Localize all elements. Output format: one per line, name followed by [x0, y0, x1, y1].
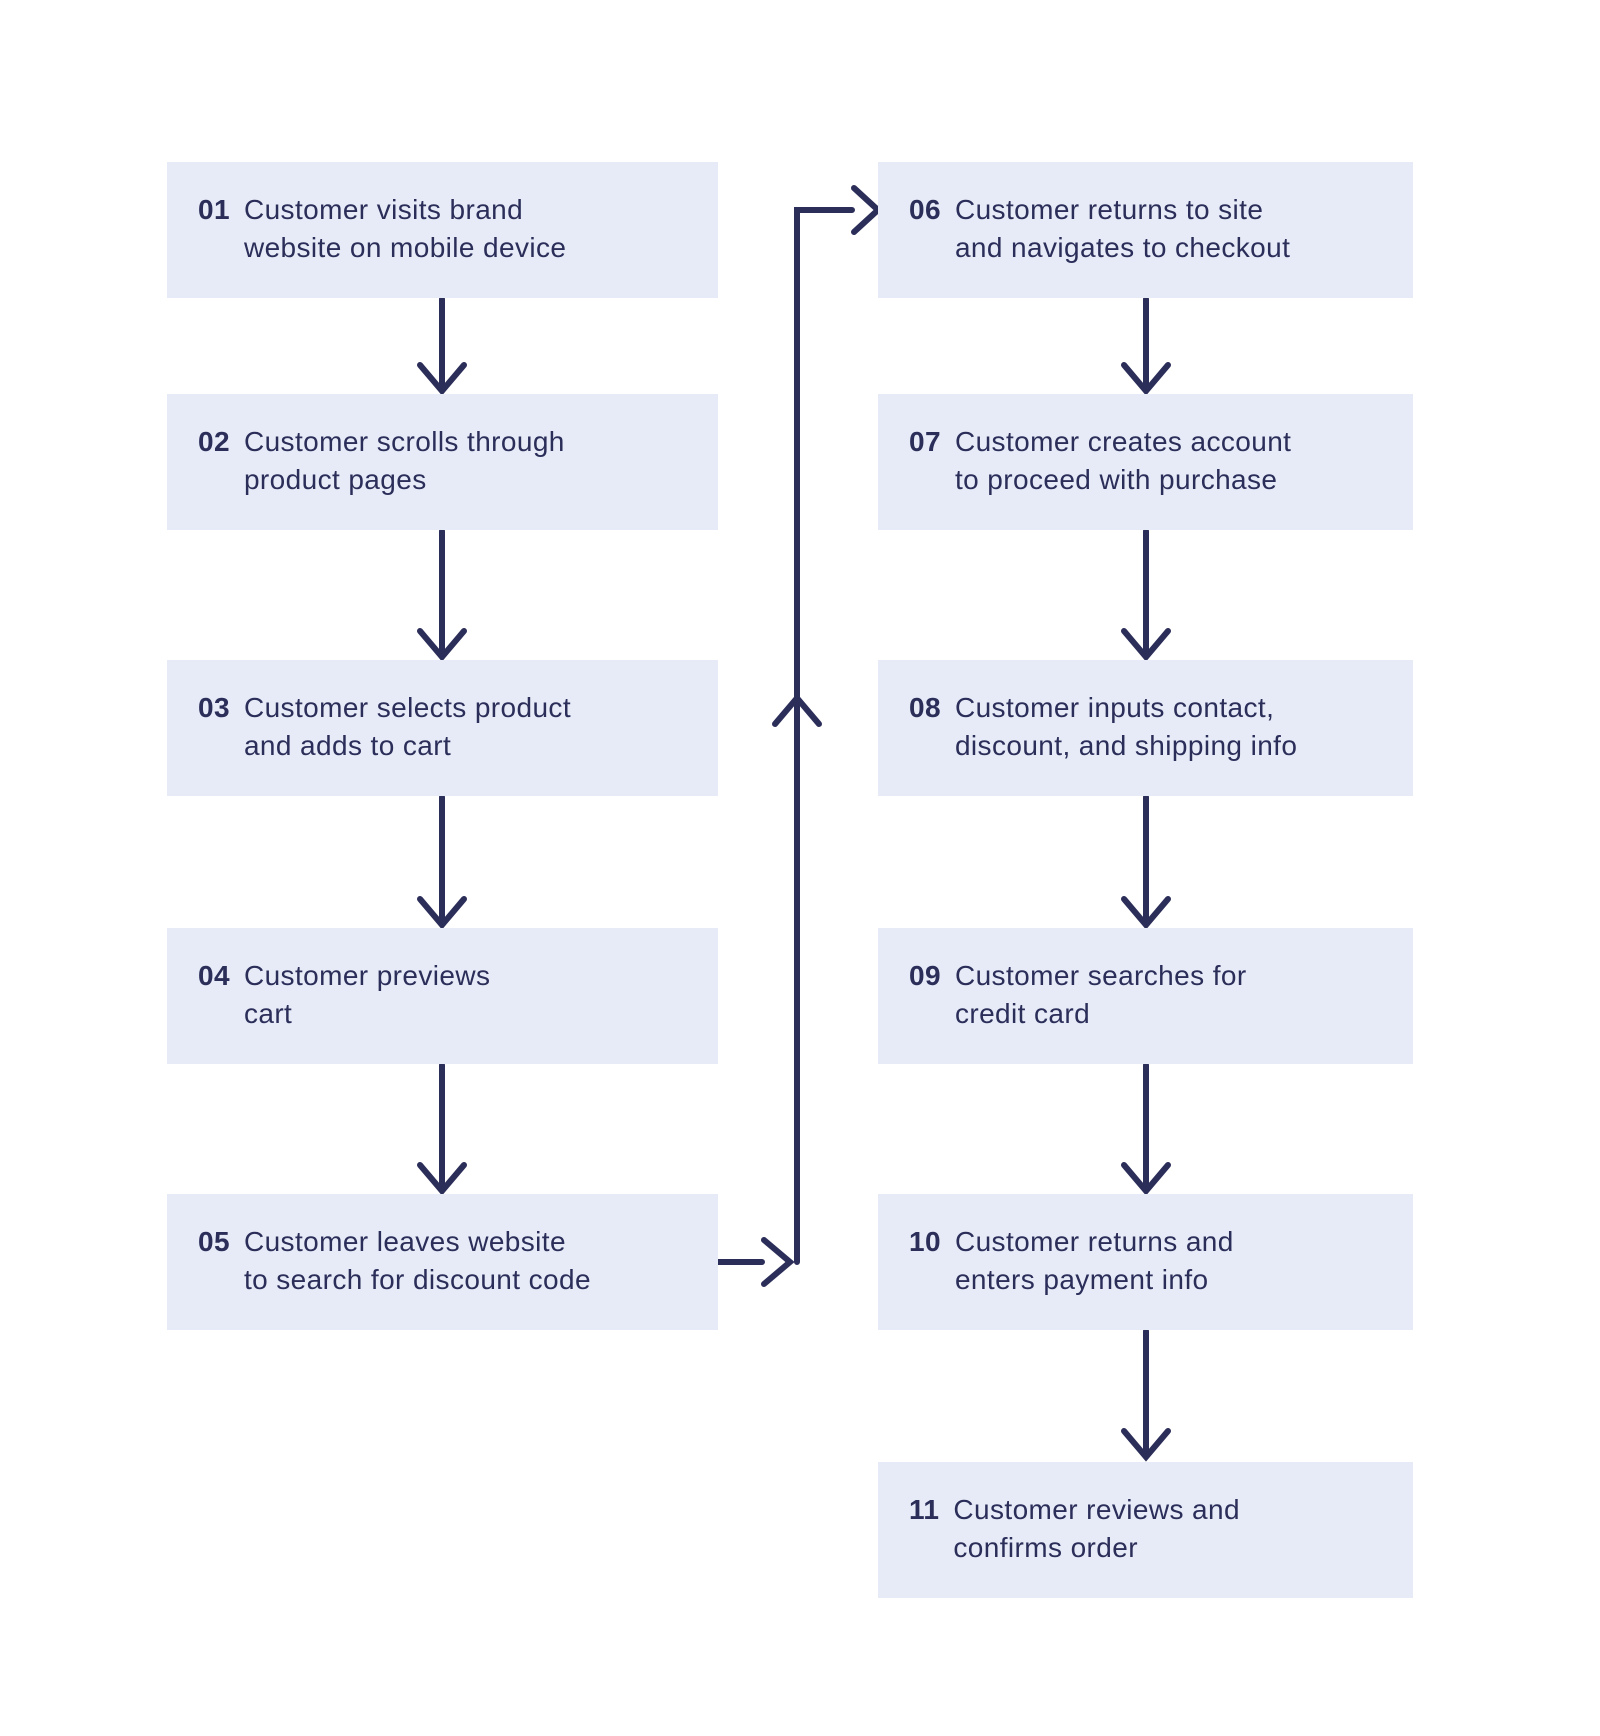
arrow-09-10	[1121, 1062, 1171, 1196]
step-text: Customer creates account to proceed with…	[955, 423, 1395, 499]
step-number: 11	[909, 1494, 940, 1525]
step-text-line: to proceed with purchase	[954, 464, 1278, 495]
step-number: 05	[198, 1226, 230, 1257]
step-box-02: 02 Customer scrolls through product page…	[167, 394, 718, 530]
step-box-08: 08 Customer inputs contact, discount, an…	[878, 660, 1413, 796]
step-text-line: credit card	[954, 998, 1091, 1029]
step-text-line: cart	[243, 998, 293, 1029]
step-text: Customer returns to site and navigates t…	[955, 191, 1395, 267]
arrow-01-02	[417, 296, 467, 396]
step-text-line: enters payment info	[954, 1264, 1209, 1295]
arrow-06-07	[1121, 296, 1171, 396]
step-number: 09	[909, 960, 941, 991]
step-text-line: confirms order	[953, 1532, 1138, 1563]
arrow-08-09	[1121, 794, 1171, 930]
step-text-line: Customer inputs contact,	[954, 692, 1275, 723]
arrow-04-05	[417, 1062, 467, 1196]
step-number: 10	[909, 1226, 941, 1257]
step-box-01: 01 Customer visits brand website on mobi…	[167, 162, 718, 298]
step-text-line: discount, and shipping info	[954, 730, 1298, 761]
step-text-line: Customer leaves website	[243, 1226, 566, 1257]
arrow-05-06-up-chevron	[772, 693, 822, 727]
step-number: 04	[198, 960, 230, 991]
step-number: 08	[909, 692, 941, 723]
arrow-10-11	[1121, 1328, 1171, 1462]
arrow-07-08	[1121, 528, 1171, 662]
step-text-line: to search for discount code	[243, 1264, 591, 1295]
step-box-07: 07 Customer creates account to proceed w…	[878, 394, 1413, 530]
arrow-02-03	[417, 528, 467, 662]
step-text-line: and adds to cart	[243, 730, 452, 761]
step-text: Customer visits brand website on mobile …	[244, 191, 700, 267]
step-box-05: 05 Customer leaves website to search for…	[167, 1194, 718, 1330]
step-text: Customer searches for credit card	[955, 957, 1395, 1033]
step-number: 02	[198, 426, 230, 457]
step-text-line: Customer returns to site	[954, 194, 1264, 225]
step-box-06: 06 Customer returns to site and navigate…	[878, 162, 1413, 298]
step-text: Customer previews cart	[244, 957, 700, 1033]
arrow-05-06-riser-segment	[794, 185, 883, 1265]
step-text-line: Customer selects product	[243, 692, 572, 723]
step-number: 01	[198, 194, 230, 225]
step-text-line: Customer returns and	[954, 1226, 1234, 1257]
step-number: 03	[198, 692, 230, 723]
step-box-04: 04 Customer previews cart	[167, 928, 718, 1064]
step-number: 06	[909, 194, 941, 225]
step-text-line: and navigates to checkout	[954, 232, 1291, 263]
step-text-line: product pages	[243, 464, 427, 495]
step-text: Customer scrolls through product pages	[244, 423, 700, 499]
step-text-line: Customer scrolls through	[243, 426, 565, 457]
step-text: Customer selects product and adds to car…	[244, 689, 700, 765]
step-text-line: Customer creates account	[954, 426, 1292, 457]
arrow-03-04	[417, 794, 467, 930]
step-text-line: Customer searches for	[954, 960, 1247, 991]
step-text: Customer returns and enters payment info	[955, 1223, 1395, 1299]
step-number: 07	[909, 426, 941, 457]
step-text: Customer leaves website to search for di…	[244, 1223, 700, 1299]
step-box-09: 09 Customer searches for credit card	[878, 928, 1413, 1064]
step-text-line: Customer previews	[243, 960, 491, 991]
step-box-11: 11 Customer reviews and confirms order	[878, 1462, 1413, 1598]
step-text-line: Customer reviews and	[953, 1494, 1240, 1525]
arrow-05-06-out-segment	[715, 1237, 795, 1287]
step-text: Customer reviews and confirms order	[953, 1491, 1395, 1567]
step-box-10: 10 Customer returns and enters payment i…	[878, 1194, 1413, 1330]
step-box-03: 03 Customer selects product and adds to …	[167, 660, 718, 796]
step-text-line: website on mobile device	[243, 232, 567, 263]
step-text-line: Customer visits brand	[243, 194, 524, 225]
step-text: Customer inputs contact, discount, and s…	[955, 689, 1395, 765]
